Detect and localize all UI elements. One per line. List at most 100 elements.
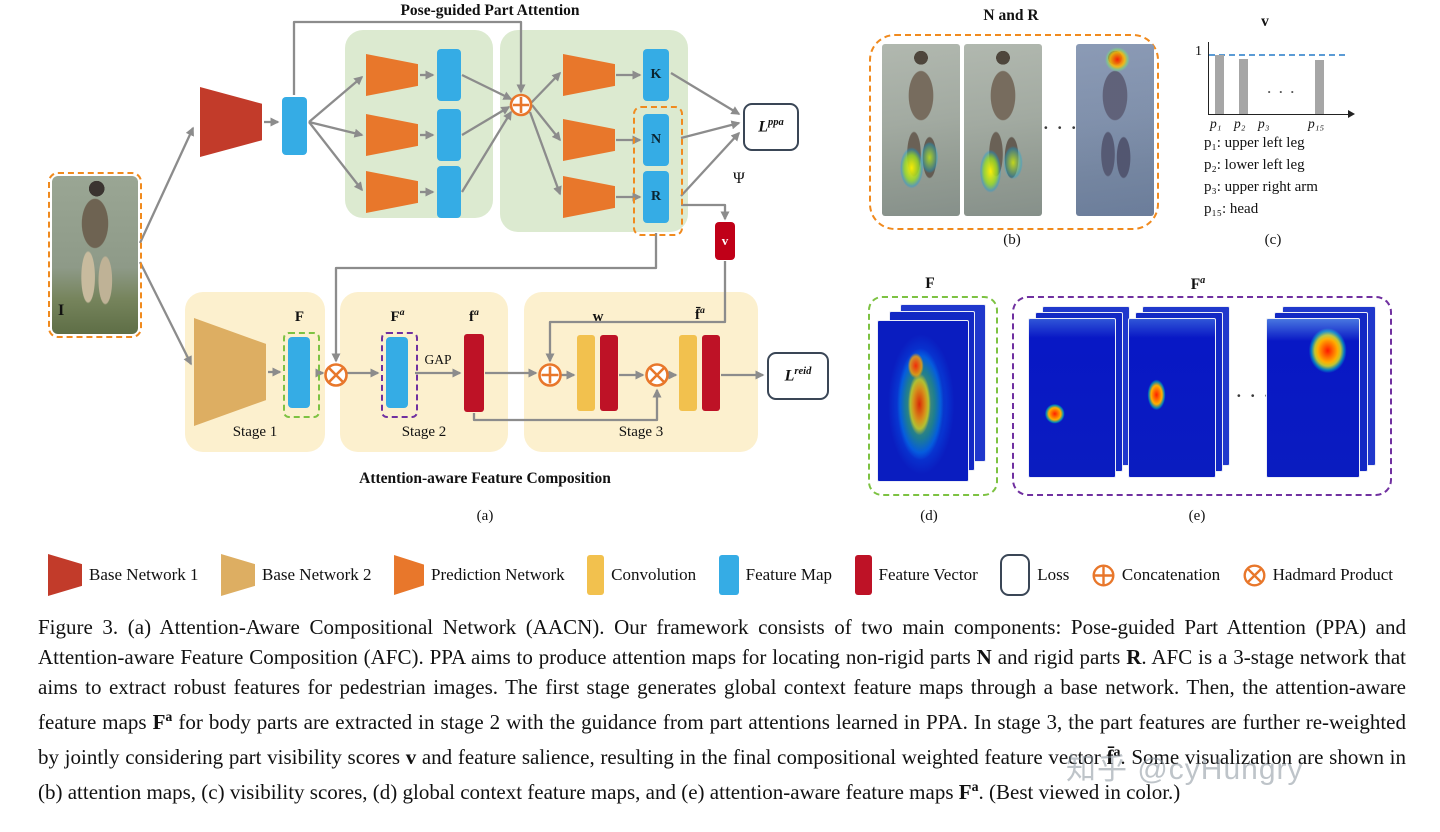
loss-icon: [1000, 554, 1031, 596]
concatenation-icon: [1092, 563, 1115, 587]
legend-label: Loss: [1037, 565, 1070, 584]
rigid-map-R: R: [643, 171, 669, 223]
final-feature-vector-fbar: [702, 335, 720, 411]
caption-segment: and rigid parts: [991, 645, 1127, 669]
Fa3-layer-front: [1266, 318, 1360, 478]
caption-segment: a: [971, 779, 979, 794]
panel-c-caption: (c): [1264, 232, 1282, 248]
arrow-map-to-pred3: [308, 121, 363, 192]
panel-b-title: N and R: [983, 7, 1039, 24]
legend-item-feature-vector: Feature Vector: [854, 555, 978, 595]
caption-segment: for body parts are extracted in stage 2 …: [38, 710, 1406, 769]
arrow-map-to-pred2: [308, 120, 364, 138]
caption-segment: and feature salience, resulting in the f…: [416, 745, 1107, 769]
loss-reid-box: Lreid: [767, 352, 829, 400]
watermark: 知乎 @cyHungry: [1066, 753, 1304, 786]
psi-label: Ψ: [733, 170, 745, 187]
connectors-layer: [138, 20, 765, 422]
legend-label: Base Network 1: [89, 565, 199, 584]
part-legend-line: p₁: upper left leg: [1204, 135, 1305, 151]
caption-segment: R: [1126, 645, 1142, 669]
arrow-concat-to-pred5: [531, 104, 561, 142]
fbar-label: f̄a: [695, 305, 705, 323]
weight-vector-w: [600, 335, 618, 411]
Fa1-layer-front: [1028, 318, 1116, 478]
arrow-input-to-bn2: [138, 261, 193, 366]
arrow-skip-to-concat: [292, 20, 526, 95]
hadamard-op-stage2: [324, 363, 348, 387]
loss-reid-label: Lreid: [784, 366, 812, 385]
K-label: K: [650, 67, 662, 82]
Fa-label: Fa: [390, 307, 405, 325]
panel-b-caption: (b): [1003, 232, 1021, 248]
convolution-2: [679, 335, 697, 411]
arrow-v-to-concat3: [545, 261, 727, 363]
panel-c-title: v: [1261, 13, 1269, 30]
xtick-p2: p₂: [1234, 116, 1246, 131]
convolution-icon: [587, 555, 605, 595]
legend-label: Feature Vector: [878, 565, 978, 584]
keypoint-map-K: K: [643, 49, 669, 101]
base-network-1-icon: [48, 554, 82, 596]
arrow-N-to-lossppa: [680, 120, 741, 140]
attention-maps-frame: · · ·: [869, 34, 1159, 230]
concat-op-stage3: [538, 363, 562, 387]
F-map-layer-front: [877, 320, 969, 482]
loss-ppa-label: Lppa: [758, 117, 784, 136]
panel-a: Pose-guided Part Attention Attention-awa…: [0, 0, 840, 540]
base-network-2-icon: [221, 554, 256, 596]
stage1-label: Stage 1: [232, 424, 278, 440]
ellipsis-c: · · ·: [1267, 84, 1297, 99]
legend-item-feature-map: Feature Map: [718, 555, 833, 595]
legend-item-concatenation: Concatenation: [1092, 563, 1221, 587]
caption-segment: . Some visualization are shown in (b) at…: [38, 745, 1407, 804]
arrow-R-to-lossppa: [680, 131, 741, 197]
convolution-1: [577, 335, 595, 411]
caption-segment: a: [165, 709, 173, 724]
part-legend-line: p₁₅: head: [1204, 201, 1259, 217]
N-label: N: [650, 132, 662, 147]
caption-segment: N: [976, 645, 992, 669]
attention-aware-map-Fa: [386, 337, 408, 408]
attention-map-3: [437, 166, 461, 218]
stage2-label: Stage 2: [401, 424, 447, 440]
panel-d-title: F: [925, 275, 935, 292]
legend-item-convolution: Convolution: [587, 555, 696, 595]
arrow-map-to-pred1: [308, 76, 364, 123]
arrow-NR-to-hadamard: [331, 233, 658, 363]
caption-segment: . (Best viewed in color.): [978, 780, 1181, 804]
legend-item-prediction-network: Prediction Network: [394, 555, 565, 595]
panel-e-caption: (e): [1188, 508, 1206, 524]
legend-row: Base Network 1 Base Network 2 Prediction…: [48, 552, 1393, 598]
caption-segment: f̄: [1106, 745, 1114, 769]
input-label: I: [58, 302, 65, 319]
input-pedestrian-image: [52, 176, 138, 334]
ppa-title: Pose-guided Part Attention: [400, 2, 580, 19]
F-label: F: [294, 309, 305, 325]
xtick-p3: p₃: [1258, 116, 1270, 131]
legend-label: Hadmard Product: [1272, 565, 1393, 584]
legend-label: Convolution: [611, 565, 697, 584]
reference-line: [1209, 54, 1345, 56]
fa-label: fa: [469, 307, 479, 325]
legend-item-hadamard-product: Hadmard Product: [1243, 563, 1393, 587]
xtick-p15: p₁₅: [1308, 116, 1325, 131]
legend-label: Feature Map: [745, 565, 833, 584]
attention-aware-maps-frame: · · ·: [1012, 296, 1392, 496]
caption-segment: . AFC is a 3-stage network that aims to …: [38, 645, 1407, 734]
v-label: v: [721, 233, 729, 248]
ytick-1: 1: [1195, 44, 1202, 59]
input-image-frame: I: [48, 172, 142, 338]
legend-label: Concatenation: [1121, 565, 1221, 584]
hadamard-op-stage3: [645, 363, 669, 387]
attention-pedestrian-3: [1076, 44, 1154, 216]
arrow-K-to-lossppa: [670, 72, 741, 115]
caption-segment: F: [152, 710, 166, 734]
caption-segment: a: [1113, 744, 1121, 759]
arrow-input-to-bn1: [138, 126, 195, 244]
stage3-label: Stage 3: [618, 424, 664, 440]
panel-d-caption: (d): [920, 508, 938, 524]
attention-pedestrian-2: [964, 44, 1042, 216]
nonrigid-map-N: N: [643, 114, 669, 166]
